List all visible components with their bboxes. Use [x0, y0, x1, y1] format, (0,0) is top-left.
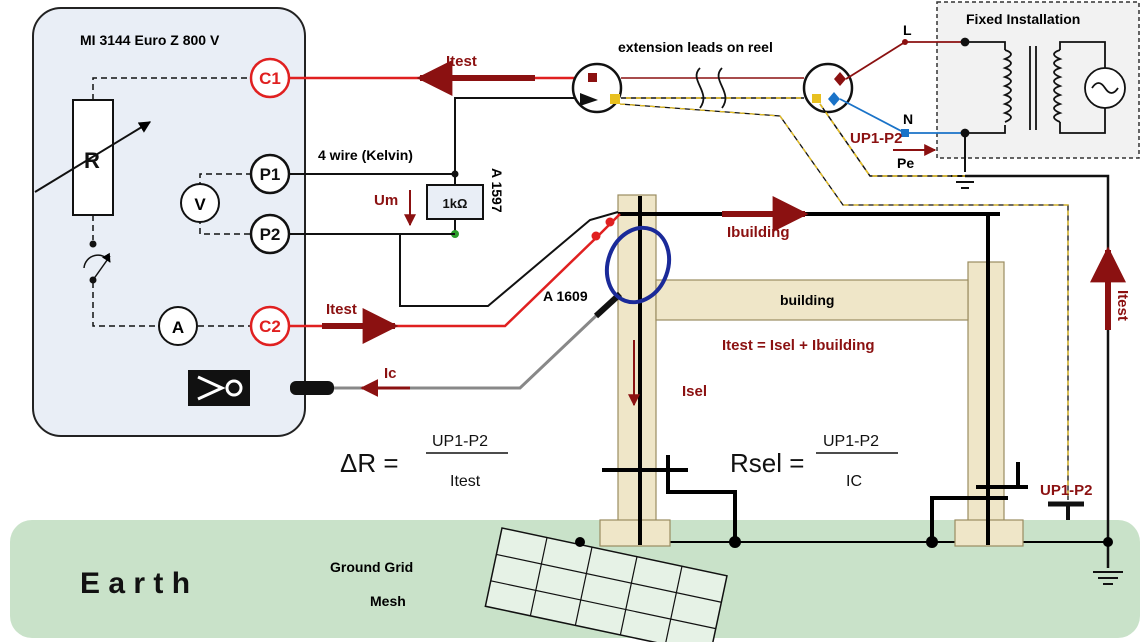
terminal-c2-label: C2: [259, 317, 281, 336]
isel-label: Isel: [682, 383, 707, 400]
p1-wire: [289, 97, 585, 175]
c2-contact: [591, 231, 601, 241]
delta-r-denominator: Itest: [450, 473, 481, 490]
up1p2-top-label: UP1-P2: [850, 130, 903, 147]
internal-wiring: [92, 77, 250, 327]
instrument-title: MI 3144 Euro Z 800 V: [80, 32, 220, 48]
ammeter: A: [158, 306, 198, 346]
itest-right-label: Itest: [1114, 290, 1131, 321]
terminal-c1-label: C1: [259, 69, 281, 88]
kelvin-label: 4 wire (Kelvin): [318, 147, 413, 163]
up1p2-right-label: UP1-P2: [1040, 482, 1093, 499]
clamp-plug: [290, 381, 334, 395]
terminal-c2[interactable]: C2: [249, 305, 291, 347]
switch-arc: [83, 252, 111, 269]
building-steel: [602, 196, 1028, 545]
terminal-p1[interactable]: P1: [249, 153, 291, 195]
terminal-p2[interactable]: P2: [249, 213, 291, 255]
ibuilding-label: Ibuilding: [727, 224, 789, 241]
building-frame: [599, 194, 1024, 547]
current-sum-equation: Itest = Isel + Ibuilding: [722, 337, 875, 354]
variable-arrow: [34, 121, 152, 193]
l-dot: [902, 39, 908, 45]
ground-grid-label-1: Ground Grid: [330, 559, 413, 575]
c2-contact: [605, 217, 615, 227]
ground-grid-mesh: [484, 527, 728, 642]
switch-contact: [89, 240, 97, 248]
itest-top-label: Itest: [446, 53, 477, 70]
junction-dot: [729, 536, 741, 548]
pe-extension-stripe: [619, 103, 1069, 500]
earth-label: E a r t h: [80, 567, 190, 600]
lead-break-marks: [695, 67, 727, 109]
p2-sense-wire: [399, 211, 619, 307]
clamp-connector-icon[interactable]: [188, 370, 250, 406]
terminal-c1[interactable]: C1: [249, 57, 291, 99]
voltmeter: V: [180, 183, 220, 223]
n-dot: [901, 129, 909, 137]
fixed-installation-label: Fixed Installation: [966, 11, 1080, 27]
clamp-a1609: [604, 225, 672, 305]
right-return-wire: [965, 174, 1110, 568]
reel-left: [571, 62, 623, 114]
ic-label: Ic: [384, 365, 397, 382]
resistor-1k-label: 1kΩ: [443, 196, 468, 211]
pe-lead-stripe: [819, 103, 965, 177]
um-label: Um: [374, 192, 398, 209]
ground-symbol-bottom: [1093, 571, 1123, 585]
itest-bottom-label: Itest: [326, 301, 357, 318]
l-label: L: [903, 22, 912, 38]
n-label: N: [903, 111, 913, 127]
junction-dot: [1103, 537, 1113, 547]
delta-r-lhs: ΔR =: [340, 448, 399, 478]
junction-dot: [575, 537, 585, 547]
r-sel-lhs: Rsel =: [730, 448, 804, 478]
voltmeter-label: V: [194, 195, 206, 214]
terminal-p2-label: P2: [260, 225, 281, 244]
a1597-label: A 1597: [489, 168, 505, 213]
delta-r-numerator: UP1-P2: [432, 433, 488, 450]
r-sel-numerator: UP1-P2: [823, 433, 879, 450]
a1609-label: A 1609: [543, 288, 588, 304]
resistor-1k: [426, 184, 484, 220]
r-sel-denominator: IC: [846, 473, 862, 490]
transformer: [960, 37, 1126, 138]
building-label: building: [780, 292, 834, 308]
terminal-p1-label: P1: [260, 165, 281, 184]
ammeter-label: A: [172, 318, 184, 337]
junction-dot: [926, 536, 938, 548]
ground-symbol-top: [951, 175, 979, 189]
extension-leads-label: extension leads on reel: [618, 39, 773, 55]
ground-grid-label-2: Mesh: [370, 593, 406, 609]
pe-label: Pe: [897, 155, 914, 171]
reel-right: [802, 62, 854, 114]
